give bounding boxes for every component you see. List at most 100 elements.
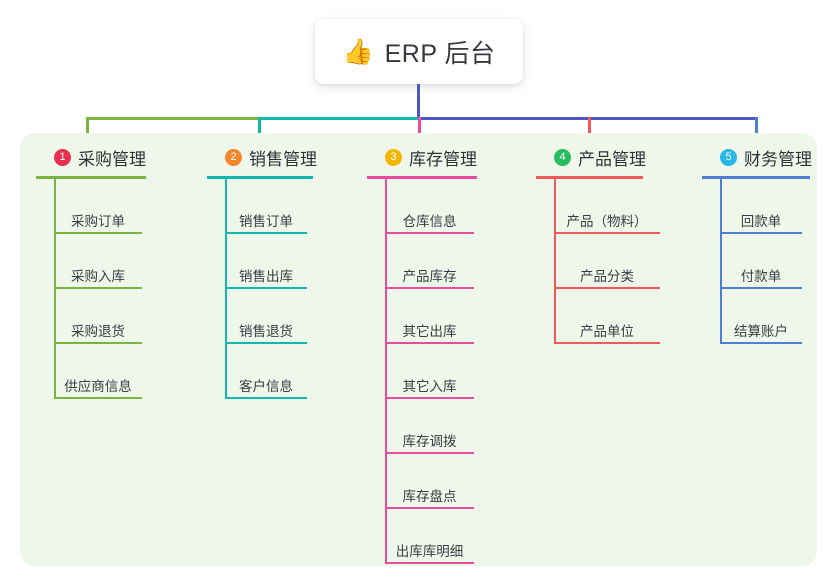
root-node-card[interactable]: 👍 ERP 后台	[315, 19, 523, 84]
branch-item-rule	[385, 397, 474, 399]
branch-item[interactable]: 结算账户	[720, 289, 802, 344]
root-stem-connector	[417, 84, 420, 119]
branch-item-rule	[54, 397, 142, 399]
branch-header-sales[interactable]: 2 销售管理	[207, 145, 317, 169]
branch-header-rule-product	[536, 176, 643, 179]
branch-item[interactable]: 出库库明细	[385, 509, 474, 564]
branch-header-rule-inventory	[367, 176, 477, 179]
branch-item-label: 仓库信息	[402, 214, 457, 229]
branch-item-rule	[225, 397, 307, 399]
branch-column-finance: 5 财务管理回款单付款单结算账户	[702, 145, 812, 344]
thumbs-up-icon: 👍	[342, 37, 374, 66]
branch-item-label: 销售订单	[239, 214, 293, 229]
branch-item-rule	[554, 287, 660, 289]
branch-item[interactable]: 库存盘点	[385, 454, 474, 509]
branch-item[interactable]: 产品库存	[385, 234, 474, 289]
branch-item-label: 其它出库	[402, 324, 457, 339]
branch-item-label: 产品单位	[580, 324, 634, 339]
branch-item[interactable]: 付款单	[720, 234, 802, 289]
branches-panel	[20, 133, 817, 566]
branch-column-purchase: 1 采购管理采购订单采购入库采购退货供应商信息	[36, 145, 146, 399]
branch-items-finance: 回款单付款单结算账户	[702, 179, 802, 344]
branch-item-label: 客户信息	[239, 379, 293, 394]
branch-number-badge-product: 4	[554, 148, 571, 166]
branch-item[interactable]: 仓库信息	[385, 179, 474, 234]
branch-title-purchase: 采购管理	[78, 149, 146, 169]
branch-item-label: 销售出库	[239, 269, 293, 284]
branch-item[interactable]: 产品单位	[554, 289, 660, 344]
branch-item-rule	[54, 232, 142, 234]
branch-item[interactable]: 其它出库	[385, 289, 474, 344]
branch-item-rule	[54, 287, 142, 289]
branch-items-sales: 销售订单销售出库销售退货客户信息	[207, 179, 307, 399]
branch-item-rule	[225, 232, 307, 234]
branch-item[interactable]: 销售退货	[225, 289, 307, 344]
branch-item[interactable]: 其它入库	[385, 344, 474, 399]
branch-item[interactable]: 销售出库	[225, 234, 307, 289]
branch-item[interactable]: 采购入库	[54, 234, 142, 289]
branch-spine-product	[554, 179, 556, 344]
branch-item-label: 产品分类	[580, 269, 634, 284]
branch-number-badge-purchase: 1	[54, 148, 71, 166]
branch-spine-sales	[225, 179, 227, 399]
branch-item-rule	[225, 342, 307, 344]
branch-header-inventory[interactable]: 3 库存管理	[367, 145, 477, 169]
root-node-title: ERP 后台	[384, 39, 496, 68]
branch-item[interactable]: 产品（物料）	[554, 179, 660, 234]
branch-title-inventory: 库存管理	[409, 149, 477, 169]
branch-item-label: 回款单	[740, 214, 782, 229]
branch-number-badge-inventory: 3	[385, 148, 402, 166]
branch-header-finance[interactable]: 5 财务管理	[702, 145, 812, 169]
branch-column-sales: 2 销售管理销售订单销售出库销售退货客户信息	[207, 145, 317, 399]
branch-items-product: 产品（物料） 产品分类产品单位	[536, 179, 660, 344]
branch-item-label: 结算账户	[734, 324, 788, 339]
branch-item-label: 采购订单	[71, 214, 125, 229]
branch-item-label: 产品（物料）	[566, 214, 648, 229]
branch-items-purchase: 采购订单采购入库采购退货供应商信息	[36, 179, 142, 399]
branch-item-rule	[385, 342, 474, 344]
branch-item[interactable]: 销售订单	[225, 179, 307, 234]
branch-number-badge-finance: 5	[720, 148, 737, 166]
branch-item-rule	[385, 507, 474, 509]
branch-item-label: 采购入库	[71, 269, 125, 284]
branch-spine-inventory	[385, 179, 387, 564]
branch-item[interactable]: 库存调拨	[385, 399, 474, 454]
branch-item-rule	[385, 287, 474, 289]
branch-column-inventory: 3 库存管理仓库信息产品库存其它出库其它入库库存调拨库存盘点出库库明细	[367, 145, 477, 564]
branch-number-badge-sales: 2	[225, 148, 242, 166]
branch-item-label: 采购退货	[71, 324, 125, 339]
branch-spine-purchase	[54, 179, 56, 399]
branch-item-rule	[385, 232, 474, 234]
branch-item[interactable]: 采购退货	[54, 289, 142, 344]
green-segment	[86, 117, 258, 120]
branch-item[interactable]: 产品分类	[554, 234, 660, 289]
branch-item-rule	[554, 232, 660, 234]
branch-item-rule	[385, 452, 474, 454]
indigo-segment	[418, 117, 757, 120]
branch-item-rule	[225, 287, 307, 289]
branch-item-label: 其它入库	[402, 379, 457, 394]
branch-title-finance: 财务管理	[744, 149, 812, 169]
branch-item-label: 库存调拨	[402, 434, 457, 449]
branch-item[interactable]: 采购订单	[54, 179, 142, 234]
branch-header-rule-sales	[207, 176, 313, 179]
branch-item-rule	[720, 342, 802, 344]
teal-segment	[258, 117, 418, 120]
branch-item-label: 销售退货	[239, 324, 293, 339]
branch-item-rule	[54, 342, 142, 344]
branch-title-sales: 销售管理	[249, 149, 317, 169]
branch-items-inventory: 仓库信息产品库存其它出库其它入库库存调拨库存盘点出库库明细	[367, 179, 474, 564]
branch-item-label: 付款单	[740, 269, 782, 284]
branch-item[interactable]: 供应商信息	[54, 344, 142, 399]
branch-item[interactable]: 回款单	[720, 179, 802, 234]
branch-header-purchase[interactable]: 1 采购管理	[36, 145, 146, 169]
branch-item-label: 供应商信息	[64, 379, 132, 394]
branch-item-rule	[385, 562, 474, 564]
branch-item-label: 出库库明细	[395, 544, 464, 559]
branch-item[interactable]: 客户信息	[225, 344, 307, 399]
branch-item-rule	[554, 342, 660, 344]
branch-spine-finance	[720, 179, 722, 344]
